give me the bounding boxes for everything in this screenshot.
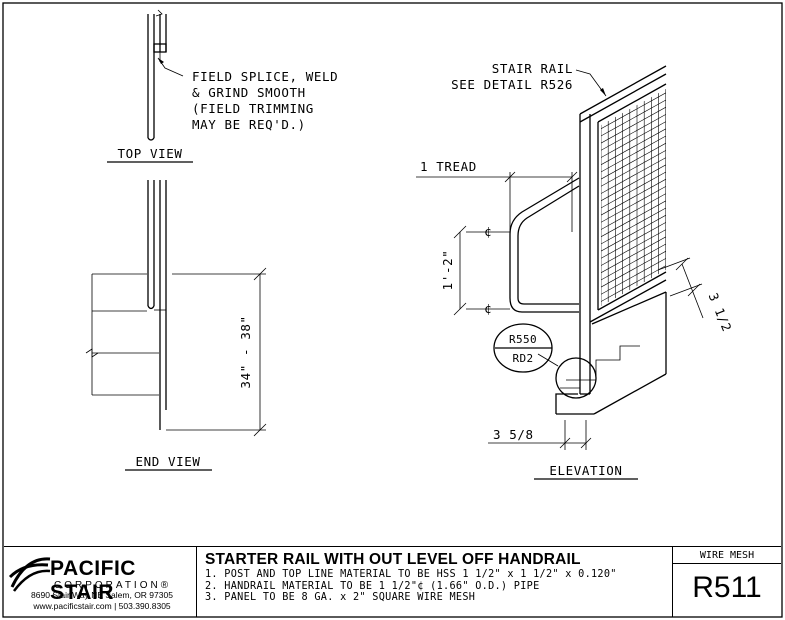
drawing-number-cell: WIRE MESH R511: [673, 547, 781, 617]
drawing-number: R511: [692, 571, 762, 604]
three-five-eighths-dimension: 3 5/8: [493, 427, 534, 442]
note-3: 3. PANEL TO BE 8 GA. x 2" SQUARE WIRE ME…: [205, 592, 476, 603]
top-view: FIELD SPLICE, WELD & GRIND SMOOTH (FIELD…: [107, 9, 338, 163]
elevation-view: STAIR RAIL SEE DETAIL R526 ¢ ¢: [416, 61, 735, 480]
one-two-dimension: 1'-2": [440, 250, 455, 291]
note-2: 2. HANDRAIL MATERIAL TO BE 1 1/2"¢ (1.66…: [205, 580, 540, 592]
notes-cell: STARTER RAIL WITH OUT LEVEL OFF HANDRAIL…: [197, 547, 673, 617]
centerline-mark-bottom: ¢: [484, 301, 492, 316]
top-view-label: TOP VIEW: [117, 146, 182, 161]
detail-ref-bottom: RD2: [512, 352, 533, 365]
field-splice-note-3: (FIELD TRIMMING: [192, 101, 314, 116]
three-half-dimension: 3 1/2: [706, 291, 735, 334]
field-splice-note-2: & GRIND SMOOTH: [192, 85, 306, 100]
elevation-label: ELEVATION: [549, 463, 622, 478]
detail-circle: [555, 357, 597, 399]
stair-rail-note-2: SEE DETAIL R526: [451, 77, 573, 92]
company-contact: www.pacificstair.com | 503.390.8305: [33, 600, 171, 611]
company-logo-icon: [8, 557, 51, 592]
drawing-title: STARTER RAIL WITH OUT LEVEL OFF HANDRAIL: [205, 551, 581, 568]
company-subtitle: CORPORATION®: [54, 580, 172, 591]
field-splice-note-1: FIELD SPLICE, WELD: [192, 69, 338, 84]
detail-ref-top: R550: [509, 333, 537, 346]
end-view-label: END VIEW: [135, 454, 200, 469]
end-view: 34" - 38" END VIEW: [85, 180, 267, 471]
company-cell: PACIFIC STAIR CORPORATION® 8690 Stair Wa…: [4, 547, 197, 617]
type-label: WIRE MESH: [673, 547, 781, 564]
field-splice-note-4: MAY BE REQ'D.): [192, 117, 306, 132]
stair-rail-note-1: STAIR RAIL: [492, 61, 573, 76]
height-dimension: 34" - 38": [238, 315, 253, 388]
centerline-mark-top: ¢: [484, 224, 492, 239]
one-tread-dimension: 1 TREAD: [420, 159, 477, 174]
title-block: PACIFIC STAIR CORPORATION® 8690 Stair Wa…: [4, 546, 781, 617]
company-address: 8690 Stair Way NE Salem, OR 97305: [31, 590, 173, 600]
company-address-block: 8690 Stair Way NE Salem, OR 97305 www.pa…: [10, 590, 194, 611]
wire-mesh-panel: [601, 89, 666, 306]
company-name: PACIFIC STAIR: [50, 557, 136, 604]
note-1: 1. POST AND TOP LINE MATERIAL TO BE HSS …: [205, 569, 617, 580]
